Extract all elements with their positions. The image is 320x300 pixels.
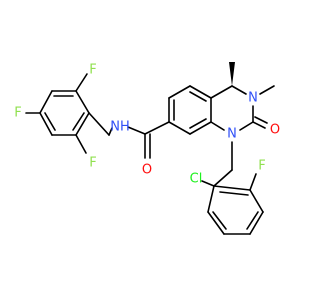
atom-nitrogen-n1: N bbox=[227, 127, 237, 142]
bond bbox=[249, 189, 264, 213]
atom-oxygen-carbonyl: O bbox=[270, 123, 280, 138]
bond bbox=[88, 112, 110, 136]
bond bbox=[201, 180, 215, 187]
bond bbox=[249, 211, 264, 235]
atom-fluorine: F bbox=[258, 159, 265, 174]
bond bbox=[239, 121, 254, 131]
bond bbox=[127, 126, 146, 135]
bond bbox=[168, 85, 191, 99]
bond bbox=[259, 85, 275, 95]
bond bbox=[75, 73, 88, 92]
molecule-diagram: F F F NH O N N O Cl F bbox=[14, 62, 280, 235]
bond bbox=[231, 85, 247, 95]
bond bbox=[168, 121, 191, 135]
bond bbox=[39, 112, 53, 136]
bond bbox=[189, 121, 212, 135]
stereo-wedge bbox=[229, 62, 235, 86]
atom-chlorine: Cl bbox=[190, 172, 203, 187]
bond bbox=[39, 90, 53, 114]
bond bbox=[44, 112, 56, 131]
structure-svg: F F F NH O N N O Cl F bbox=[14, 62, 280, 235]
bond bbox=[212, 211, 227, 230]
bond bbox=[75, 112, 90, 136]
bond bbox=[213, 185, 251, 191]
atom-labels: F F F NH O N N O Cl F bbox=[14, 63, 280, 187]
bond bbox=[249, 173, 257, 191]
bond bbox=[189, 85, 212, 99]
bond bbox=[72, 112, 85, 131]
atom-oxygen-amide: O bbox=[142, 163, 152, 178]
bond bbox=[75, 90, 90, 114]
bond bbox=[213, 169, 233, 187]
atom-nitrogen-amide: NH bbox=[110, 120, 130, 135]
bond bbox=[210, 85, 233, 99]
bond bbox=[254, 116, 268, 124]
atom-fluorine: F bbox=[89, 63, 96, 78]
bond bbox=[207, 185, 215, 213]
atom-fluorine: F bbox=[89, 156, 96, 171]
bond bbox=[252, 121, 266, 129]
bonds-group bbox=[25, 62, 275, 235]
bond bbox=[219, 191, 249, 196]
bond bbox=[189, 118, 207, 129]
bond bbox=[207, 211, 225, 235]
bond bbox=[108, 127, 113, 136]
bond bbox=[144, 121, 170, 135]
bond bbox=[246, 211, 259, 230]
atom-fluorine: F bbox=[14, 106, 21, 121]
bond bbox=[210, 121, 225, 131]
bond bbox=[189, 91, 207, 102]
atom-nitrogen-n3: N bbox=[248, 91, 258, 106]
bond bbox=[75, 134, 87, 154]
